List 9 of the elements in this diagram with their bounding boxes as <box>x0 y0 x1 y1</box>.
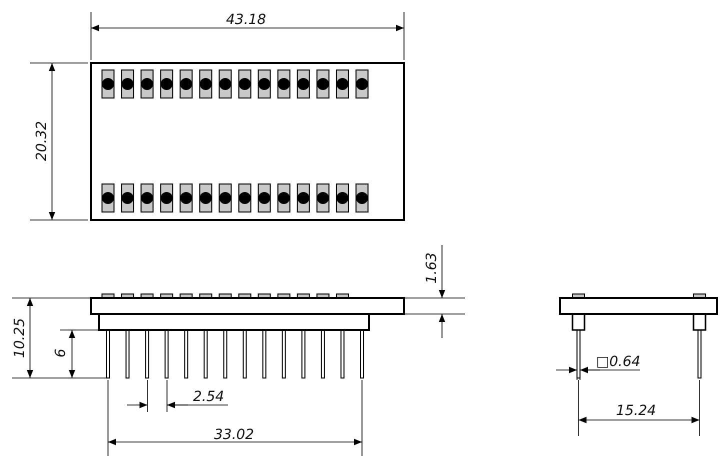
dimension-label: 43.18 <box>226 12 266 28</box>
dimension-label: 10.25 <box>12 318 28 358</box>
dimension-label: 2.54 <box>193 389 224 405</box>
dimension-label: 1.63 <box>424 252 440 284</box>
dimension-label: 6 <box>53 348 69 358</box>
dimension-label: 33.02 <box>214 427 254 443</box>
dimension-label: 15.24 <box>616 403 656 419</box>
dimension-label: □0.64 <box>596 354 640 370</box>
dimension-label: 20.32 <box>34 120 50 162</box>
